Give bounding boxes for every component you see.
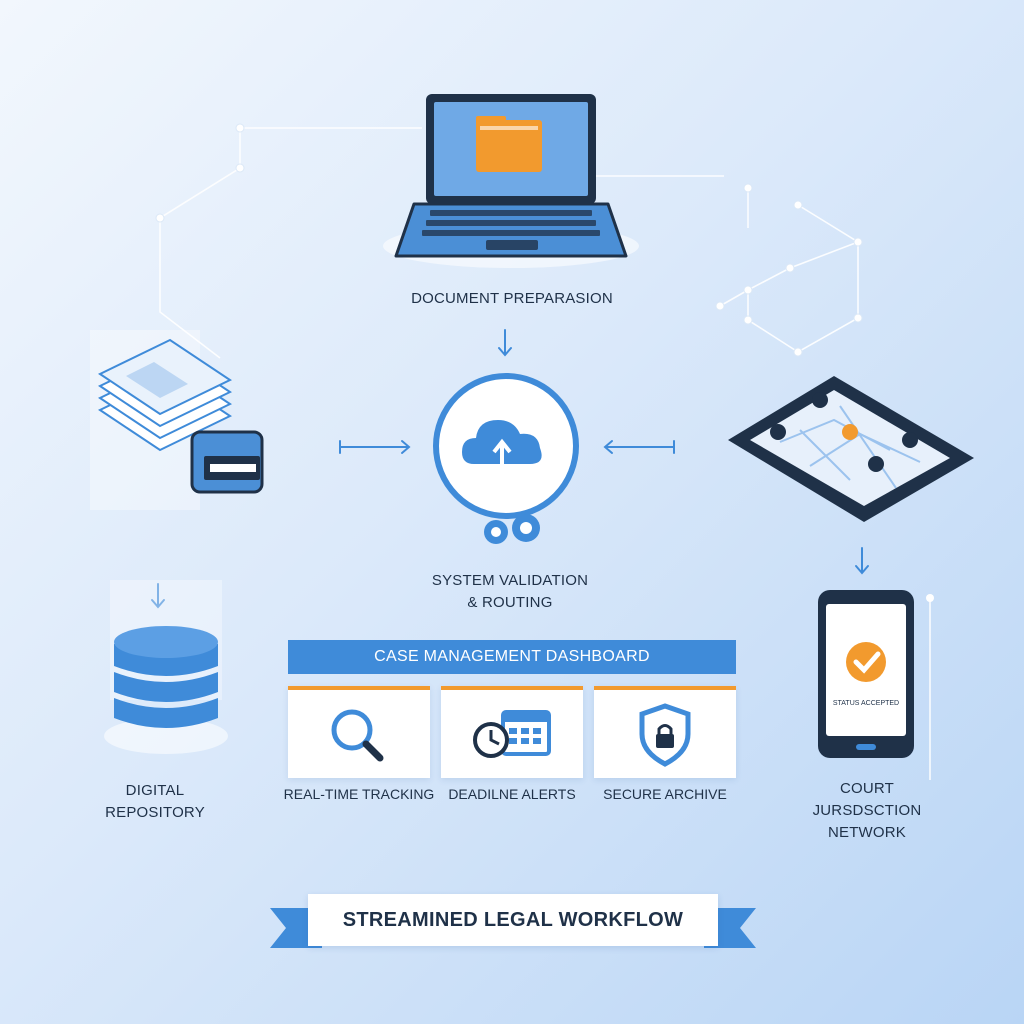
system-validation-label-line1: SYSTEM VALIDATION xyxy=(431,572,589,589)
dashboard-card-alerts xyxy=(441,686,583,778)
dashboard-card-archive xyxy=(594,686,736,778)
dashboard-card-tracking xyxy=(288,686,430,778)
database-icon xyxy=(104,580,228,754)
shield-lock-icon xyxy=(639,703,691,767)
document-stack-icon xyxy=(90,330,264,510)
map-tablet-icon xyxy=(728,376,974,522)
card-label-archive: SECURE ARCHIVE xyxy=(603,786,727,802)
document-preparation-label: DOCUMENT PREPARASION xyxy=(411,290,613,307)
phone-status-text: STATUS ACCEPTED xyxy=(832,700,900,707)
dashboard-header: CASE MANAGEMENT DASHBOARD xyxy=(288,640,736,674)
checkmark-icon xyxy=(846,642,886,682)
smartphone-icon xyxy=(818,590,914,758)
court-network-label-line2: JURSDSCTION xyxy=(812,802,922,819)
card-label-alerts: DEADILNE ALERTS xyxy=(448,786,576,802)
magnifier-icon xyxy=(331,709,384,762)
workflow-banner-title: STREAMINED LEGAL WORKFLOW xyxy=(308,894,718,946)
clock-calendar-icon xyxy=(473,710,551,758)
court-network-label-line1: COURT xyxy=(839,780,895,797)
card-label-tracking: REAL-TIME TRACKING xyxy=(283,786,435,802)
cloud-upload-icon xyxy=(433,373,579,544)
court-network-label-line3: NETWORK xyxy=(827,824,907,841)
laptop-icon xyxy=(383,94,639,268)
system-validation-label-line2: & ROUTING xyxy=(467,594,553,611)
digital-repository-label-line1: DIGITAL xyxy=(125,782,185,799)
digital-repository-label-line2: REPOSITORY xyxy=(105,804,205,821)
